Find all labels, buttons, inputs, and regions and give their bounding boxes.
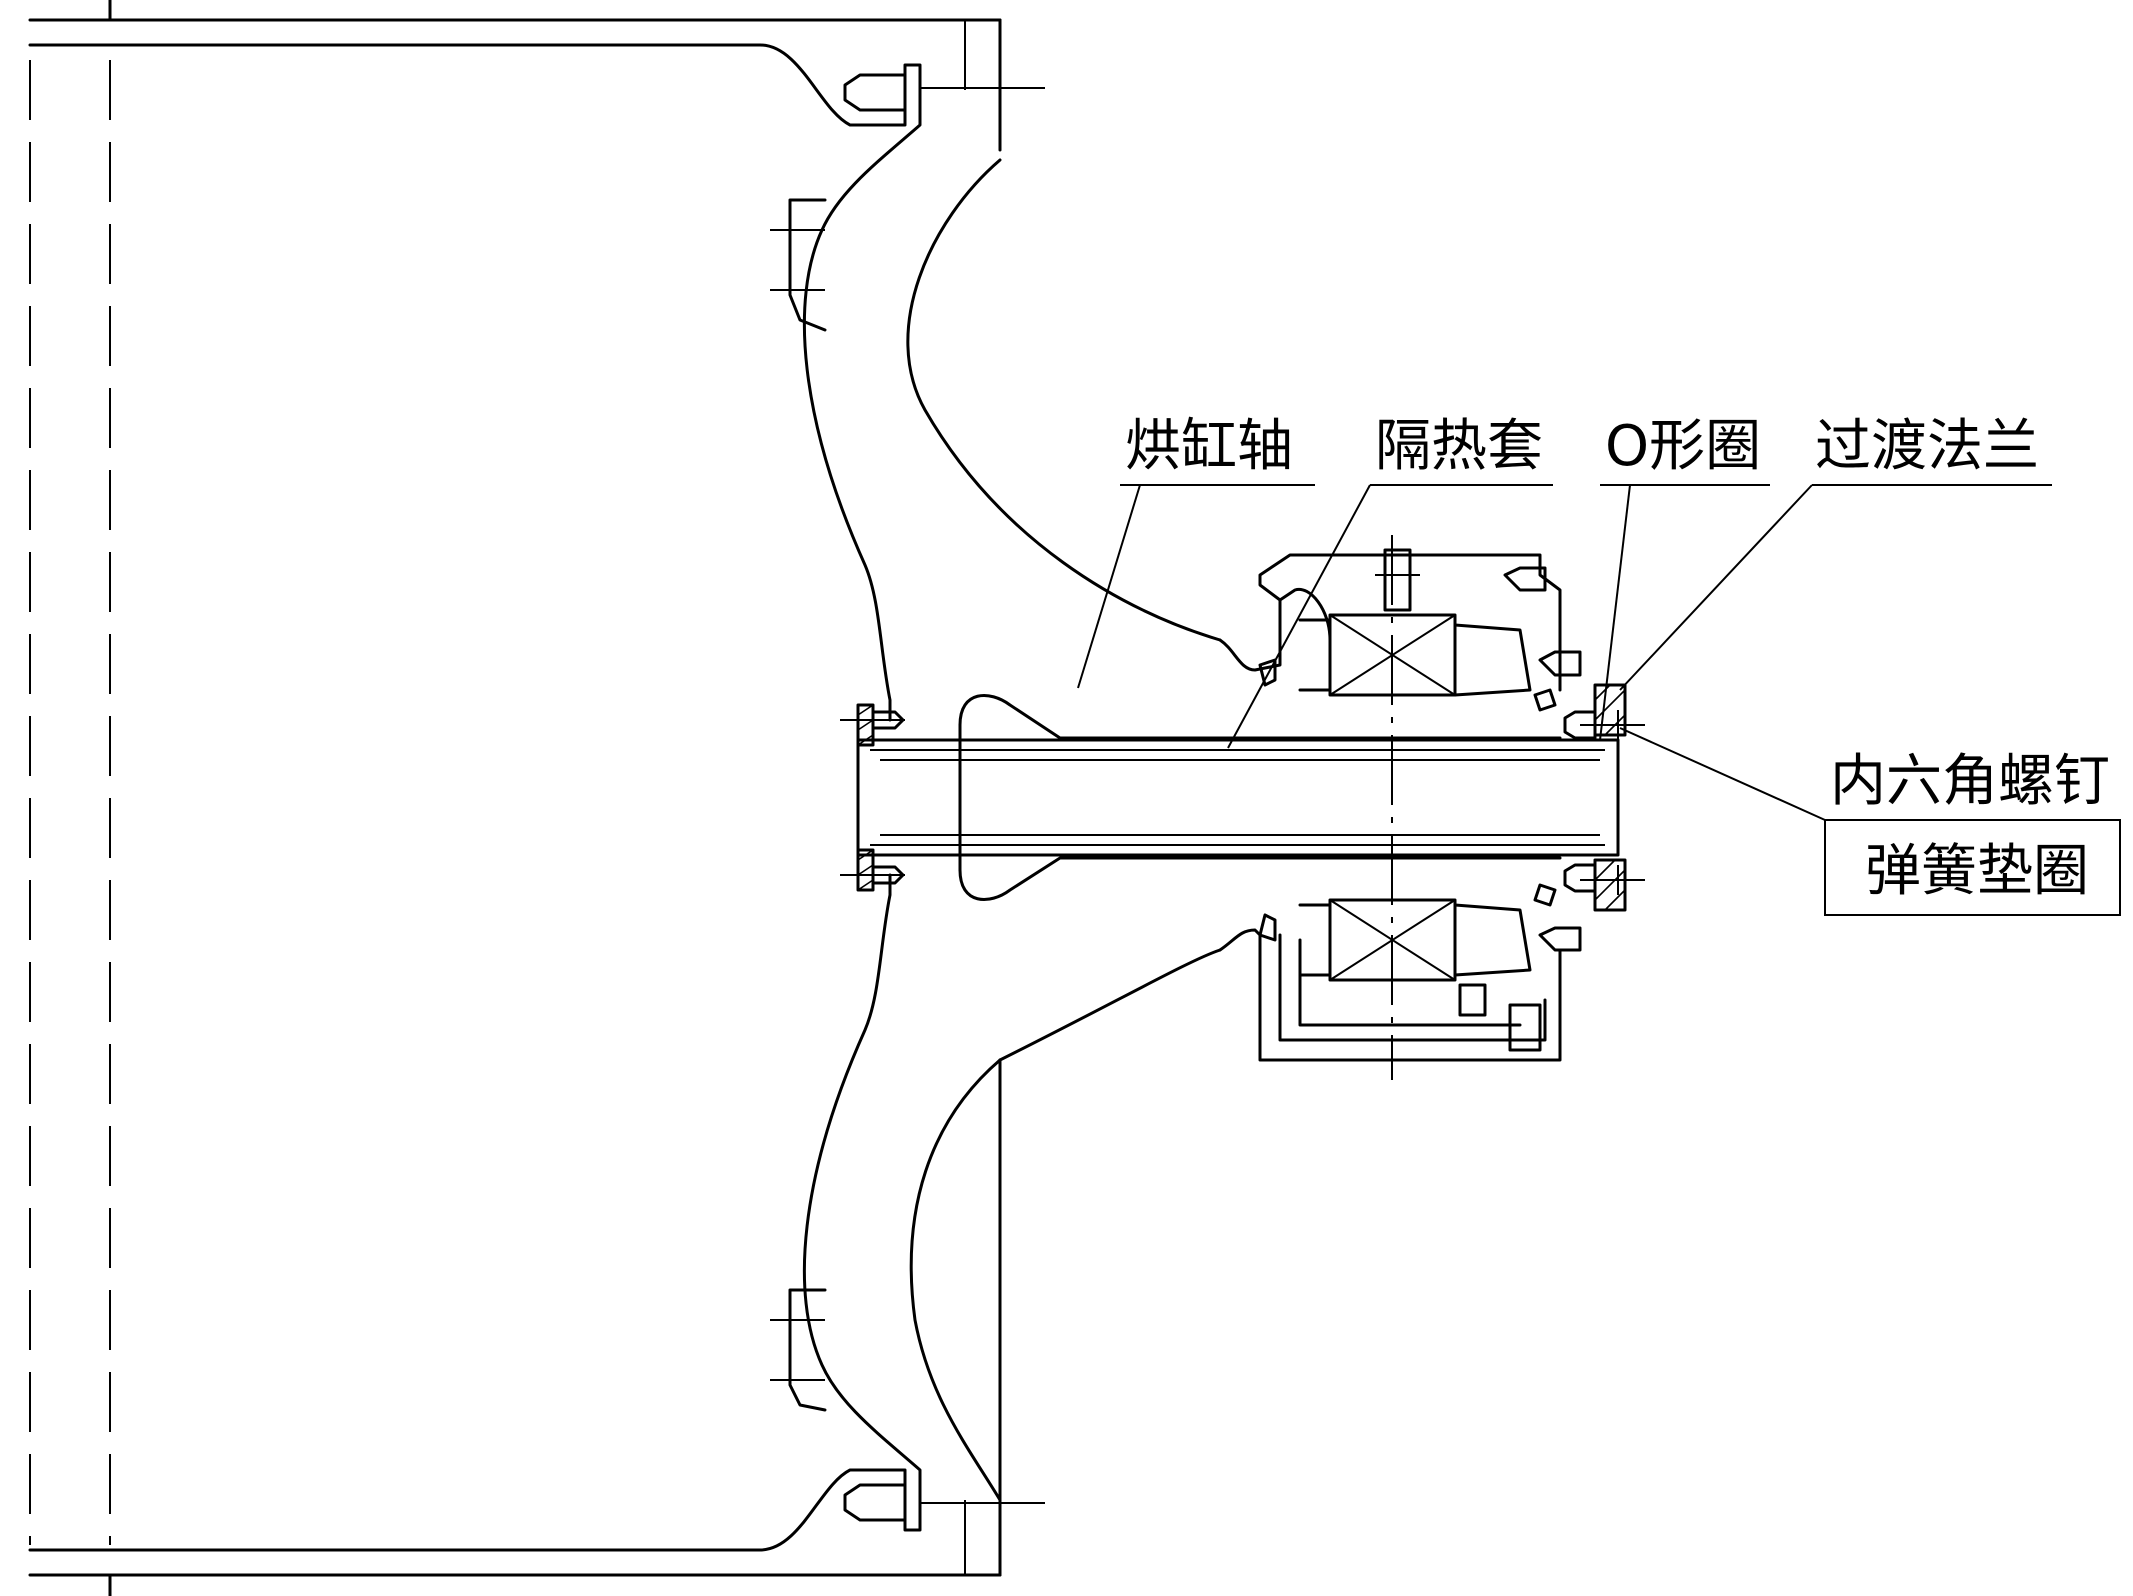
label-o-ring: O形圈 (1605, 414, 1761, 479)
label-shaft: 烘缸轴 (1125, 414, 1293, 479)
label-spring-washer: 弹簧垫圈 (1865, 839, 2089, 904)
transition-flange (1563, 683, 1645, 912)
shaft-body (840, 693, 1620, 902)
bearing-housing (1218, 535, 1582, 1080)
label-insulation-sleeve: 隔热套 (1375, 414, 1543, 479)
label-transition-flange: 过渡法兰 (1815, 414, 2039, 479)
leader-lines (1077, 484, 2121, 916)
cylinder-shell (28, 0, 1002, 1596)
cylinder-head (758, 43, 1222, 1552)
label-hex-socket-screw: 内六角螺钉 (1830, 749, 2110, 814)
labels: 烘缸轴 隔热套 O形圈 过渡法兰 内六角螺钉 弹簧垫圈 (1125, 414, 2110, 904)
